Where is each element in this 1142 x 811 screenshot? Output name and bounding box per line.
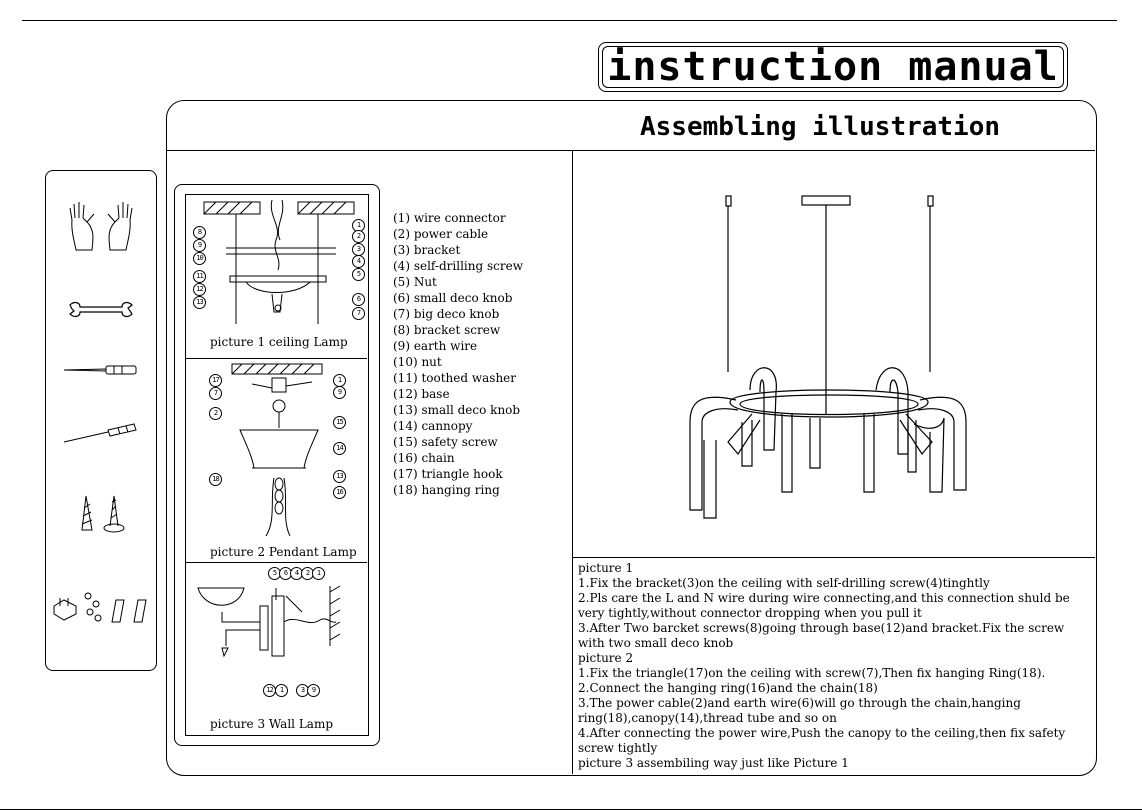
header-divider [167,150,1095,151]
instruction-line: 4.After connecting the power wire,Push t… [578,726,1066,755]
part-item: (4) self-drilling screw [393,259,523,273]
callout-number: 9 [333,386,346,399]
callout-number: 7 [209,387,222,400]
callout-number: 2 [352,230,365,243]
ceiling-lamp-diagram [203,199,355,324]
instruction-line: 1.Fix the bracket(3)on the ceiling with … [578,576,990,590]
ceiling-lamp-callouts [188,194,366,324]
screwdriver-flat-icon [63,365,137,375]
callout-number: 8 [193,226,206,239]
part-item: (13) small deco knob [393,403,521,417]
callout-number: 9 [307,684,320,697]
instruction-line: 2.Connect the hanging ring(16)and the ch… [578,681,878,695]
page-subtitle: Assembling illustration [639,112,1001,142]
callout-number: 6 [352,293,365,306]
part-item: (14) cannopy [393,419,473,433]
part-item: (1) wire connector [393,211,506,225]
callout-number: 15 [333,416,346,429]
pictures-inner-frame [185,194,369,736]
picture-separator-2 [185,562,367,563]
callout-number: 1 [312,567,325,580]
top-rule [22,20,1117,21]
gloves-icon [69,202,133,251]
wrench-icon [69,301,133,318]
callout-number: 13 [193,296,206,309]
callout-number: 5 [352,268,365,281]
connectors-icon [53,592,147,623]
callout-number: 12 [193,283,206,296]
wall-lamp-diagram [197,585,341,658]
instruction-line: picture 2 [578,651,634,665]
callout-number: 1 [352,219,365,232]
callout-number: 7 [352,307,365,320]
callout-number: 11 [193,270,206,283]
callout-number: 13 [333,470,346,483]
part-item: (5) Nut [393,275,437,289]
instruction-line: 1.Fix the triangle(17)on the ceiling wit… [578,666,1046,680]
callout-number: 17 [209,374,222,387]
instruction-line: 2.Pls care the L and N wire during wire … [578,591,1070,620]
callout-number: 10 [193,252,206,265]
part-item: (9) earth wire [393,339,478,353]
instruction-line: picture 1 [578,561,634,575]
callout-number: 16 [333,486,346,499]
part-item: (12) base [393,387,450,401]
pictures-frame [174,184,380,746]
page-title: instruction manual [602,46,1064,88]
part-item: (16) chain [393,451,455,465]
parts-list: (1) wire connector (2) power cable (3) bra… [393,210,523,498]
pendant-lamp-diagram [231,363,323,537]
instruction-line: 3.The power cable(2)and earth wire(6)wil… [578,696,1021,725]
callout-number: 9 [193,239,206,252]
part-item: (8) bracket screw [393,323,501,337]
main-frame [166,100,1097,776]
bottom-rule [0,809,1142,810]
picture-2-caption: picture 2 Pendant Lamp [210,545,357,559]
part-item: (15) safety screw [393,435,498,449]
callout-number: 2 [209,407,222,420]
part-item: (3) bracket [393,243,461,257]
tools-panel [45,170,157,671]
title-frame: instruction manual [598,42,1068,92]
part-item: (17) triangle hook [393,467,503,481]
callout-number: 14 [333,442,346,455]
callout-number: 18 [209,473,222,486]
part-item: (10) nut [393,355,442,369]
instruction-line: 3.After Two barcket screws(8)going throu… [578,621,1065,650]
part-item: (6) small deco knob [393,291,513,305]
chandelier-illustration [689,195,967,519]
callout-number: 4 [352,255,365,268]
screws-icon [81,495,125,533]
part-item: (11) toothed washer [393,371,517,385]
part-item: (7) big deco knob [393,307,500,321]
part-item: (2) power cable [393,227,489,241]
instruction-line: picture 3 assembiling way just like Pict… [578,756,849,770]
column-divider [572,151,573,774]
instructions-divider [573,557,1095,558]
picture-separator-1 [185,358,367,359]
part-item: (18) hanging ring [393,483,500,497]
picture-3-caption: picture 3 Wall Lamp [210,717,334,731]
callout-number: 1 [275,684,288,697]
screwdriver-phillips-icon [63,423,137,443]
picture-1-caption: picture 1 ceiling Lamp [210,335,348,349]
